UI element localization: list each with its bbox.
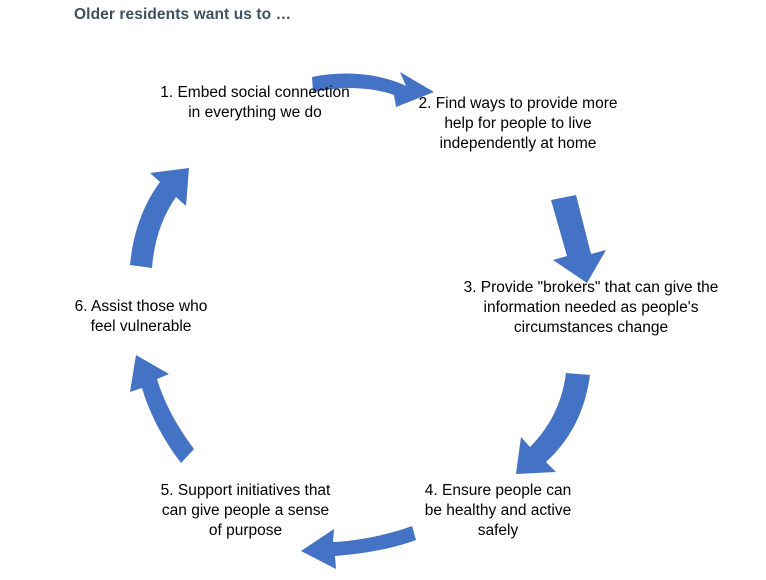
page-title: Older residents want us to … — [74, 6, 292, 23]
cycle-step-3: 3. Provide "brokers" that can give the i… — [463, 279, 719, 337]
cycle-step-4: 4. Ensure people can be healthy and acti… — [424, 482, 572, 540]
arrow-2-to-3-icon — [551, 195, 606, 283]
cycle-step-1: 1. Embed social connection in everything… — [160, 84, 350, 122]
arrow-3-to-4-icon — [516, 373, 590, 474]
arrow-6-to-1-icon — [130, 168, 189, 268]
cycle-step-6: 6. Assist those who feel vulnerable — [74, 298, 208, 336]
cycle-step-2: 2. Find ways to provide more help for pe… — [418, 95, 618, 153]
cycle-step-5: 5. Support initiatives that can give peo… — [160, 482, 331, 540]
arrow-5-to-6-icon — [130, 355, 194, 463]
